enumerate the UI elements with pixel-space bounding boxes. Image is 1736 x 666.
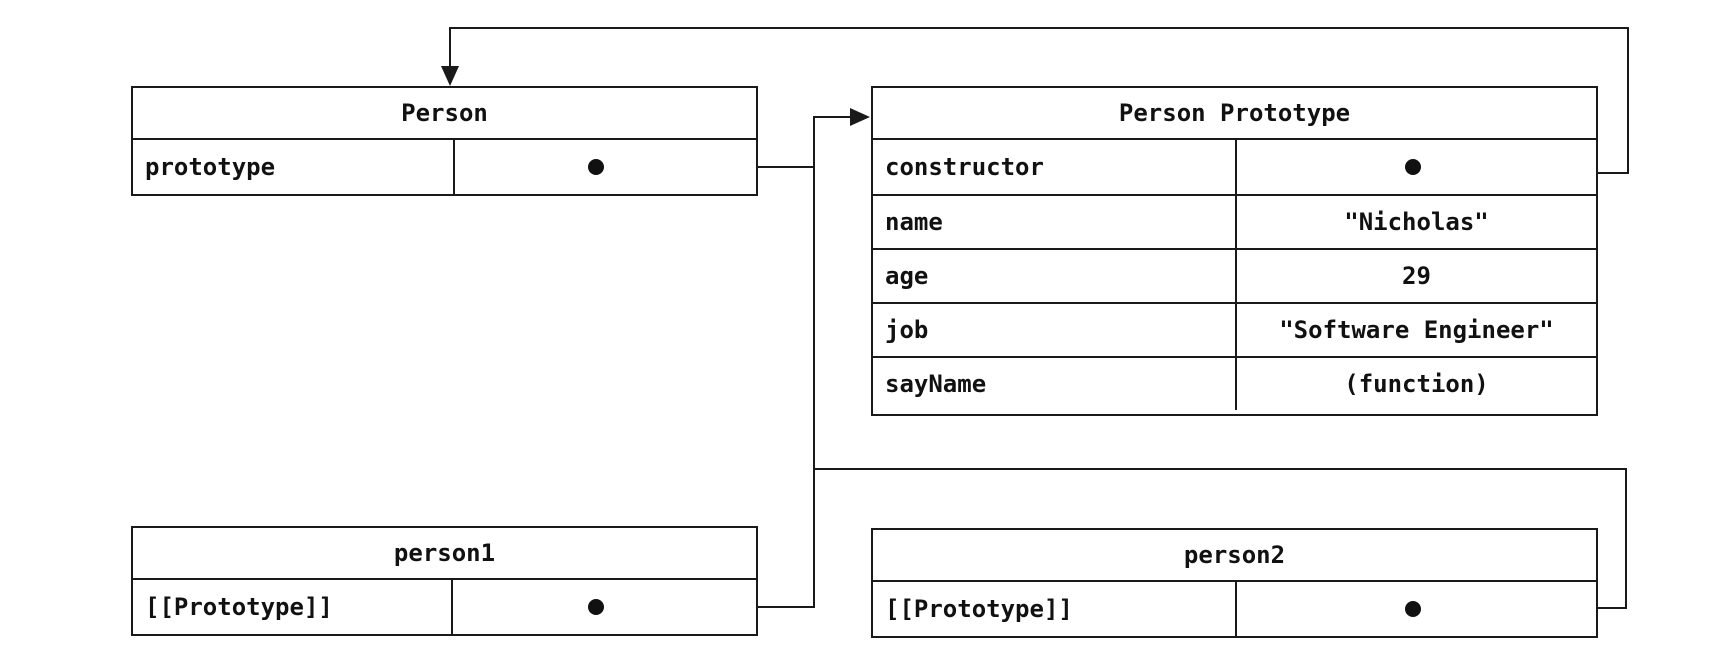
person-prototype-box-title: Person Prototype [873, 88, 1596, 140]
prototype-row-job: job "Software Engineer" [873, 302, 1596, 356]
prototype-row-sayname: sayName (function) [873, 356, 1596, 410]
person2-prototype-row: [[Prototype]] [873, 582, 1596, 636]
prototype-row-key: name [885, 208, 943, 236]
person1-prototype-value-cell [451, 580, 756, 634]
prototype-row-value: (function) [1235, 358, 1596, 410]
person-box: Person prototype [131, 86, 758, 196]
prototype-row-name: name "Nicholas" [873, 194, 1596, 248]
person1-prototype-row: [[Prototype]] [133, 580, 756, 634]
person1-box: person1 [[Prototype]] [131, 526, 758, 636]
prototype-row-key: age [885, 262, 929, 290]
prototype-row-key: job [885, 316, 929, 344]
pointer-dot [588, 159, 604, 175]
person-prototype-key: prototype [145, 153, 276, 181]
person-prototype-box: Person Prototype constructor name "Nicho… [871, 86, 1598, 416]
prototype-row-key: sayName [885, 370, 987, 398]
pointer-dot [1405, 159, 1421, 175]
prototype-row-value: 29 [1235, 250, 1596, 302]
person2-box: person2 [[Prototype]] [871, 528, 1598, 638]
prototype-row-value: "Software Engineer" [1235, 304, 1596, 356]
pointer-dot [1405, 601, 1421, 617]
person2-prototype-value-cell [1235, 582, 1596, 636]
person1-prototype-key: [[Prototype]] [145, 593, 333, 621]
prototype-row-constructor: constructor [873, 140, 1596, 194]
prototype-row-age: age 29 [873, 248, 1596, 302]
person-prototype-row: prototype [133, 140, 756, 194]
person1-box-title: person1 [133, 528, 756, 580]
prototype-row-value: "Nicholas" [1235, 196, 1596, 248]
person2-prototype-key: [[Prototype]] [885, 595, 1073, 623]
prototype-row-key: constructor [885, 153, 1044, 181]
prototype-row-value-cell [1235, 140, 1596, 194]
person-box-title: Person [133, 88, 756, 140]
person2-box-title: person2 [873, 530, 1596, 582]
pointer-dot [588, 599, 604, 615]
person-prototype-value-cell [453, 140, 756, 194]
